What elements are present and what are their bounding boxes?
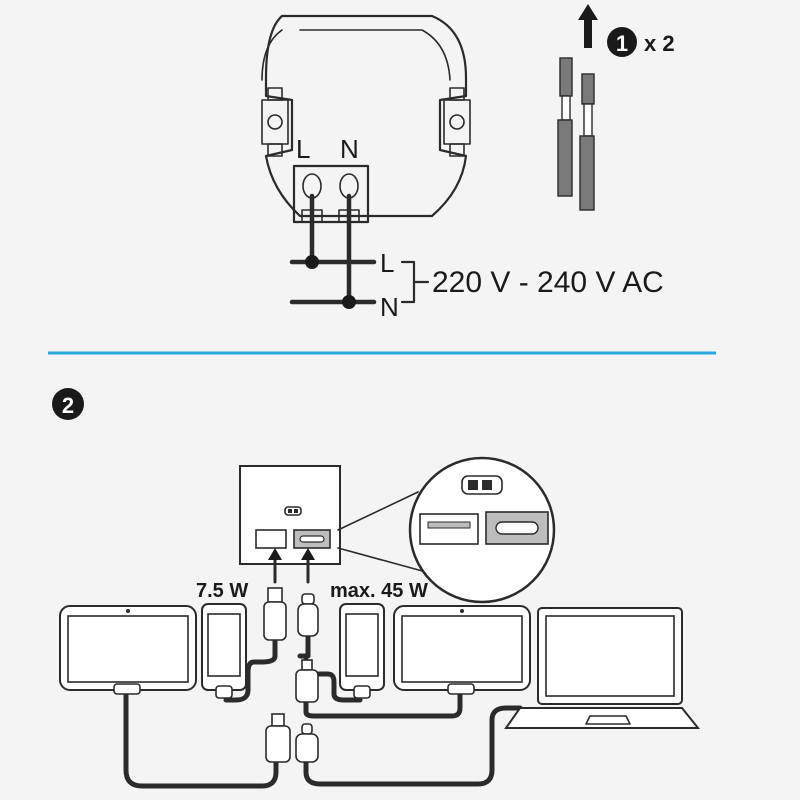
socket-module [261,14,471,224]
terminal-label-neutral: N [340,134,359,164]
wire-label-neutral: N [380,292,399,322]
stripped-wires-illustration [557,4,598,211]
usb-a-port-icon [255,529,287,549]
laptop [504,607,701,729]
usb-a-power-label: 7.5 W [196,580,248,602]
phone-left [201,603,247,699]
tablet-right [393,605,531,695]
usb-socket-plate [239,465,341,565]
plug-in-arrows [268,548,315,584]
step-1-badge: 1 [607,27,637,57]
svg-text:1: 1 [616,31,628,56]
ports-magnifier [337,456,556,604]
usb-plugs [263,587,319,763]
phone-right [339,603,385,699]
up-arrow-icon [578,4,598,48]
mains-wires [289,193,430,309]
terminal-label-live: L [296,134,310,164]
svg-text:2: 2 [62,393,74,418]
voltage-label: 220 V - 240 V AC [432,266,664,299]
step-2-badge: 2 [52,388,84,420]
usb-c-power-label: max. 45 W [330,580,428,602]
wire-label-live: L [380,248,394,278]
tablet-left [59,605,197,695]
wire-count-label: x 2 [644,31,675,56]
